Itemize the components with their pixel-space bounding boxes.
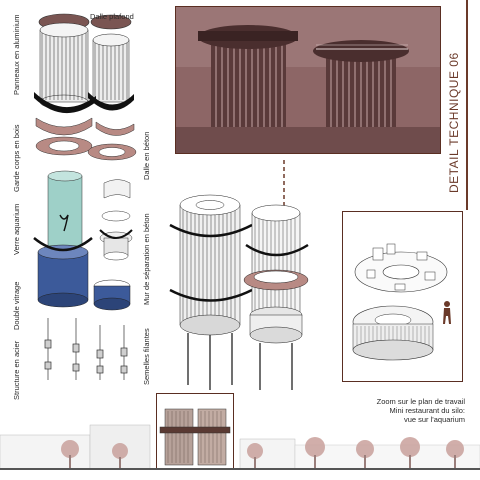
label-double-vitrage: Double vitrage — [12, 281, 21, 330]
zoom-caption-line2: Mini restaurant du silo: — [389, 406, 465, 415]
label-garde-corps-bois: Garde corps en bois — [12, 124, 21, 192]
axon-silo-right — [243, 204, 309, 390]
title-accent-line — [466, 0, 468, 210]
elevation-trees — [61, 437, 464, 469]
ground-line — [0, 468, 480, 470]
axon-silo-left — [169, 194, 253, 390]
black-band-left — [34, 92, 96, 114]
silo-exploded-diagram — [33, 13, 137, 380]
wood-guardrail-right — [95, 121, 135, 136]
aquarium-glass-cylinder — [47, 170, 83, 247]
zoom-caption: Zoom sur le plan de travail Mini restaur… — [330, 397, 465, 424]
zoom-caption-line3: vue sur l'aquarium — [403, 415, 465, 424]
curved-panel — [103, 179, 131, 199]
zoom-frame — [342, 211, 463, 382]
zoom-caption-line1: Zoom sur le plan de travail — [376, 397, 465, 406]
person-silhouette — [443, 301, 451, 324]
steel-structure-legs — [44, 318, 128, 380]
small-blue-ring — [93, 279, 131, 311]
alu-cylinder-right — [92, 33, 130, 103]
label-structure-acier: Structure en acier — [12, 340, 21, 400]
label-dalle-beton: Dalle en béton — [142, 131, 151, 180]
photo-silo-drawing — [176, 7, 440, 153]
double-glazing-cylinder — [37, 244, 89, 308]
ceiling-slab-right — [90, 14, 132, 30]
black-band-right — [88, 92, 134, 111]
site-elevation — [0, 408, 480, 470]
elevation-highlight-frame — [156, 393, 234, 469]
small-ring-stack — [99, 210, 133, 261]
alu-cylinder-left — [39, 22, 89, 110]
label-mur-separation-beton: Mur de séparation en béton — [142, 213, 151, 305]
photo-silo-tint — [175, 6, 441, 154]
wood-guardrail-left — [35, 117, 93, 136]
label-dalle-plafond: Dalle plafond — [90, 12, 134, 21]
label-verre-aquarium: Verre aquarium — [12, 203, 21, 255]
restaurant-plan-icon — [352, 243, 451, 361]
silo-axonometric — [169, 194, 309, 390]
label-semelles-filantes: Semelles filantes — [142, 328, 151, 385]
page-title: DETAIL TECHNIQUE 06 — [447, 52, 461, 193]
label-panneaux-aluminium: Panneaux en aluminium — [12, 14, 21, 95]
elevation-silos — [159, 408, 231, 466]
